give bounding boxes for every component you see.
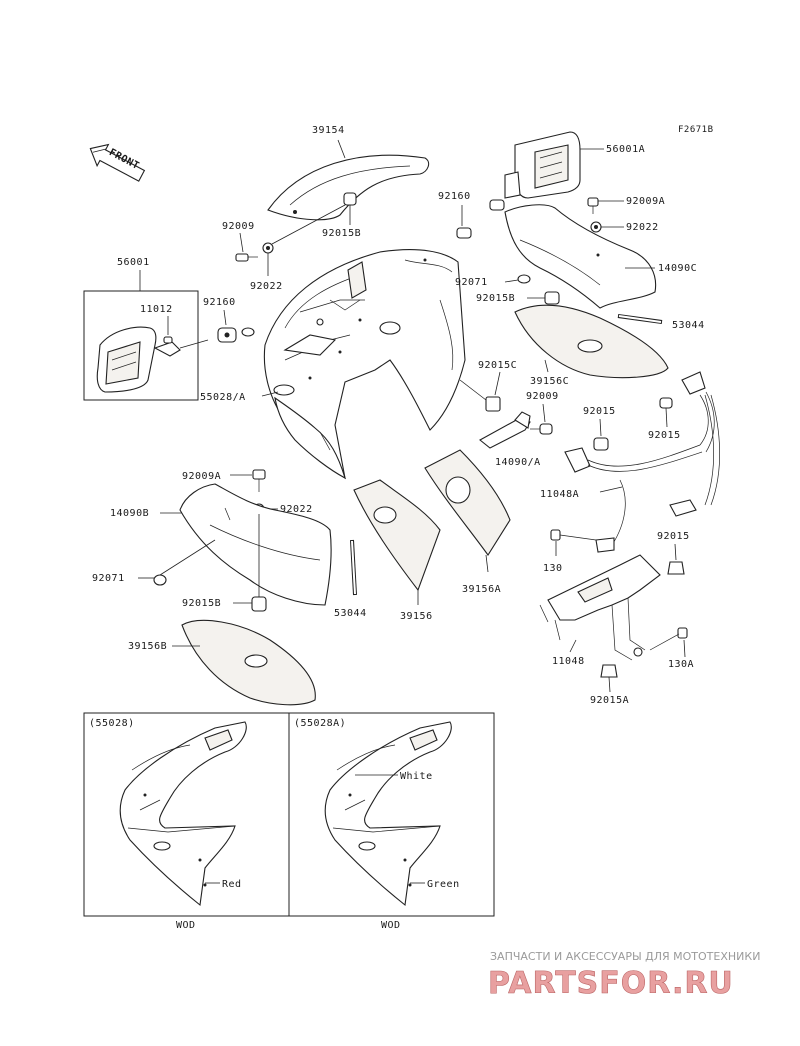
pad-39156b-part xyxy=(181,619,316,706)
label-11012: 11012 xyxy=(140,304,173,315)
watermark-logo-main: PARTSFOR xyxy=(488,966,672,1001)
label-39156a: 39156A xyxy=(462,584,501,595)
pad-39156a-part xyxy=(424,449,511,556)
upper-fairing-part xyxy=(263,249,466,480)
variant-code-55028a: (55028A) xyxy=(294,718,346,729)
label-92160-left: 92160 xyxy=(203,297,236,308)
variant-color-green: Green xyxy=(427,879,460,890)
label-92015b-right: 92015B xyxy=(476,293,515,304)
label-39156: 39156 xyxy=(400,611,433,622)
label-11048a: 11048A xyxy=(540,489,579,500)
label-92009a-low: 92009A xyxy=(182,471,221,482)
label-92009a-top: 92009A xyxy=(626,196,665,207)
diagram-code: F2671B xyxy=(678,125,714,135)
clip-icon xyxy=(456,227,472,239)
side-fairing-green-part xyxy=(324,721,452,907)
bolt-icon xyxy=(649,627,688,651)
label-11048: 11048 xyxy=(552,656,585,667)
variant-code-55028: (55028) xyxy=(89,718,135,729)
label-14090a: 14090/A xyxy=(495,457,541,468)
label-92015b-top: 92015B xyxy=(322,228,361,239)
label-92160-top: 92160 xyxy=(438,191,471,202)
label-130a: 130A xyxy=(668,659,694,670)
side-fairing-red-part xyxy=(119,721,247,907)
bracket-14090a-part xyxy=(479,411,531,449)
label-14090b: 14090B xyxy=(110,508,149,519)
mirror-right-part xyxy=(489,131,581,211)
label-92022-left: 92022 xyxy=(250,281,283,292)
label-92022-low: 92022 xyxy=(280,504,313,515)
label-92015-mid: 92015 xyxy=(583,406,616,417)
variant-box-55028a xyxy=(288,712,495,917)
watermark-logo: PARTSFOR.RU xyxy=(488,966,734,1001)
pad-39156c-part xyxy=(514,304,669,379)
label-55028a: 55028/A xyxy=(200,392,246,403)
label-92022-top: 92022 xyxy=(626,222,659,233)
label-92009-mid: 92009 xyxy=(526,391,559,402)
screw-icon xyxy=(235,253,258,262)
front-arrow-icon xyxy=(89,143,146,182)
side-fairing-part xyxy=(274,396,346,480)
windscreen-part xyxy=(267,154,430,221)
label-92009-left: 92009 xyxy=(222,221,255,232)
clip-icon xyxy=(217,327,255,343)
bolt-icon xyxy=(550,529,597,541)
label-92071-top: 92071 xyxy=(455,277,488,288)
label-14090c: 14090C xyxy=(658,263,697,274)
inner-panel-left-part xyxy=(179,483,332,606)
watermark-logo-tld: .RU xyxy=(672,966,734,1001)
variant-market-2: WOD xyxy=(381,920,401,931)
variant-market-1: WOD xyxy=(176,920,196,931)
pad-39156-part xyxy=(353,479,441,592)
label-39156c: 39156C xyxy=(530,376,569,387)
label-39154: 39154 xyxy=(312,125,345,136)
label-92015b-low: 92015B xyxy=(182,598,221,609)
variant-color-white: White xyxy=(400,771,433,782)
label-92015c: 92015C xyxy=(478,360,517,371)
stay-11048-part xyxy=(539,554,661,661)
screw-icon xyxy=(252,469,266,492)
inner-panel-right-part xyxy=(504,204,657,309)
stay-11048a-part xyxy=(564,371,721,553)
label-56001a: 56001A xyxy=(606,144,645,155)
label-53044-low: 53044 xyxy=(334,608,367,619)
label-53044-right: 53044 xyxy=(672,320,705,331)
label-92015-right: 92015 xyxy=(648,430,681,441)
label-39156b: 39156B xyxy=(128,641,167,652)
label-130: 130 xyxy=(543,563,563,574)
mirror-left-box xyxy=(83,290,199,401)
mirror-left-part xyxy=(96,326,181,393)
label-92015a: 92015A xyxy=(590,695,629,706)
watermark-tagline: ЗАПЧАСТИ И АКСЕССУАРЫ ДЛЯ МОТОТЕХНИКИ xyxy=(490,950,760,963)
variant-color-red: Red xyxy=(222,879,242,890)
label-56001: 56001 xyxy=(117,257,150,268)
screw-icon xyxy=(587,197,599,214)
screw-icon xyxy=(530,423,553,435)
label-92071-low: 92071 xyxy=(92,573,125,584)
label-92015-low: 92015 xyxy=(657,531,690,542)
